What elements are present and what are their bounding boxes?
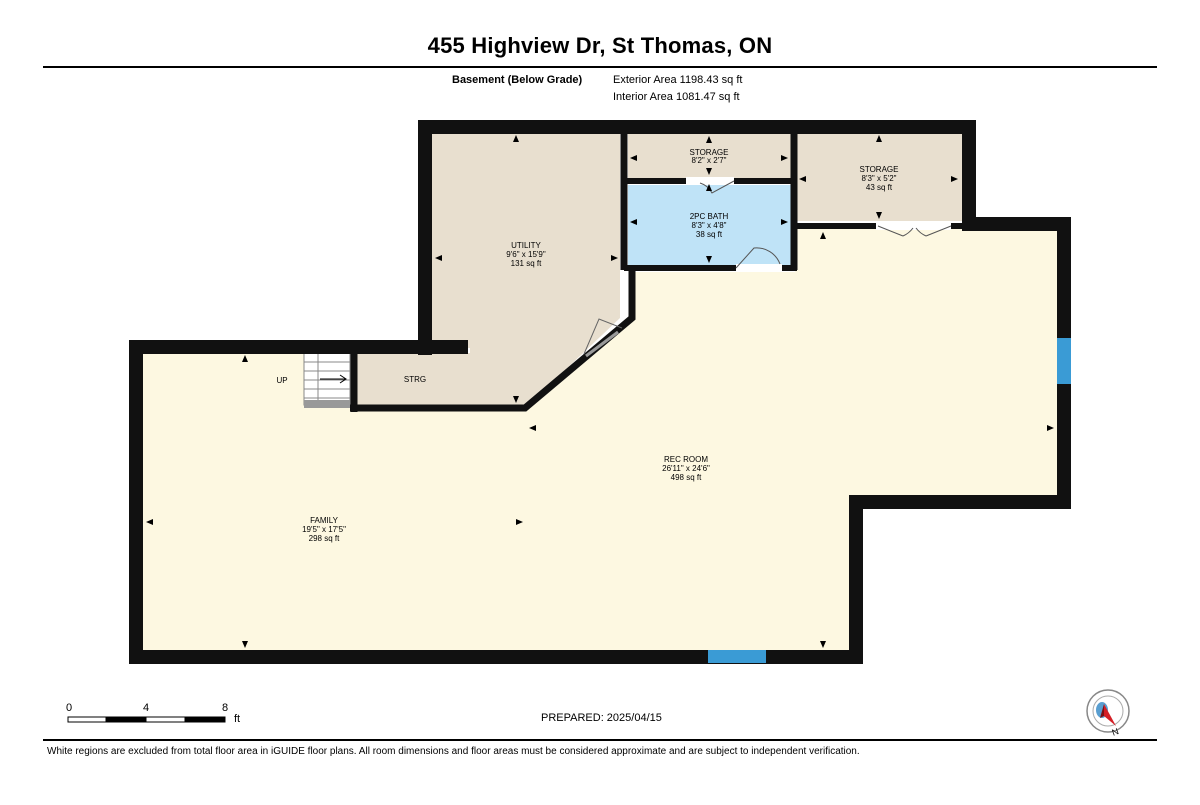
prepared-date: PREPARED: 2025/04/15 <box>541 712 662 724</box>
utility-dims: 9'6" x 15'9" <box>506 250 546 259</box>
doors <box>583 177 952 358</box>
stairs <box>303 352 351 408</box>
stairs-label: UP <box>276 376 287 385</box>
storage2-floor <box>797 133 962 221</box>
scale-bar <box>67 716 226 723</box>
storage2-dims: 8'3" x 5'2" <box>862 174 897 183</box>
room-labels: UTILITY 9'6" x 15'9" 131 sq ft STORAGE 8… <box>276 148 898 543</box>
dimension-arrows <box>146 135 1054 648</box>
storage1-name: STORAGE <box>690 148 729 157</box>
bath-floor <box>628 185 791 266</box>
strg-name: STRG <box>404 375 426 384</box>
utility-upper-floor <box>432 133 472 348</box>
bath-dims: 8'3" x 4'8" <box>692 221 727 230</box>
bath-name: 2PC BATH <box>690 212 729 221</box>
utility-floor <box>432 133 620 408</box>
scale-tick-8: 8 <box>222 702 229 714</box>
rec-name: REC ROOM <box>664 455 708 464</box>
strg-floor <box>357 353 470 405</box>
scale-tick-4: 4 <box>143 702 150 714</box>
utility-name: UTILITY <box>511 241 541 250</box>
utility-area: 131 sq ft <box>511 259 542 268</box>
exterior-area: Exterior Area 1198.43 sq ft <box>613 74 743 86</box>
header-rule <box>43 66 1157 68</box>
storage2-area: 43 sq ft <box>866 183 893 192</box>
compass-icon <box>1086 689 1130 733</box>
rec-family-floor <box>143 228 1058 652</box>
page-title: 455 Highview Dr, St Thomas, ON <box>427 33 773 58</box>
footer-rule <box>43 739 1157 741</box>
interior-area: Interior Area 1081.47 sq ft <box>613 91 740 103</box>
window-south <box>708 650 766 663</box>
rec-area: 498 sq ft <box>671 473 702 482</box>
scale-unit: ft <box>234 713 241 725</box>
walls <box>129 120 1071 664</box>
rec-dims: 26'11" x 24'6" <box>662 464 710 473</box>
window-east <box>1057 338 1071 384</box>
disclaimer: White regions are excluded from total fl… <box>47 746 860 757</box>
family-dims: 19'5" x 17'5" <box>302 525 346 534</box>
bath-area: 38 sq ft <box>696 230 723 239</box>
family-name: FAMILY <box>310 516 339 525</box>
storage1-dims: 8'2" x 2'7" <box>692 156 727 165</box>
storage2-name: STORAGE <box>860 165 899 174</box>
level-name: Basement (Below Grade) <box>452 74 583 86</box>
scale-tick-0: 0 <box>66 702 73 714</box>
family-area: 298 sq ft <box>309 534 340 543</box>
